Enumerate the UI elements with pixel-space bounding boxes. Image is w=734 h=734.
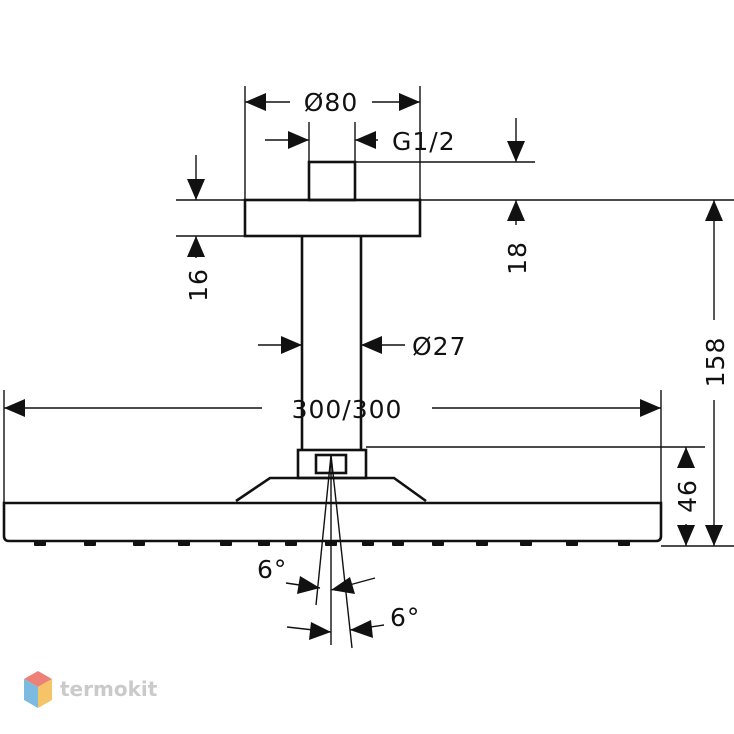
total-height-label: 158 bbox=[701, 337, 730, 388]
nozzle bbox=[476, 541, 488, 546]
dim-head-height: 46 bbox=[673, 447, 702, 546]
head-cone bbox=[235, 476, 427, 503]
dim-canopy-height: 18 bbox=[503, 200, 532, 275]
nozzle bbox=[392, 541, 404, 546]
head-height-label: 46 bbox=[673, 479, 702, 513]
thread-label: G1/2 bbox=[392, 127, 456, 156]
shower-head-body bbox=[2, 501, 663, 543]
dim-canopy-gap: 16 bbox=[184, 155, 213, 302]
dim-head-size: 300/300 bbox=[4, 395, 661, 424]
nozzle bbox=[566, 541, 578, 546]
nozzle bbox=[34, 541, 46, 546]
dim-total-height: 158 bbox=[701, 200, 730, 546]
nozzle bbox=[520, 541, 532, 546]
dim-arm-diameter: Ø27 bbox=[258, 332, 467, 361]
dim-tilt: 6° 6° bbox=[257, 454, 420, 649]
nozzle bbox=[618, 541, 630, 546]
arm-diameter-label: Ø27 bbox=[412, 332, 467, 361]
canopy-gap-label: 16 bbox=[184, 268, 213, 302]
nozzle bbox=[133, 541, 145, 546]
nozzle bbox=[220, 541, 232, 546]
watermark-text: termokit bbox=[60, 677, 158, 701]
tilt-right-label: 6° bbox=[390, 603, 420, 632]
dim-thread: G1/2 bbox=[265, 118, 525, 162]
nozzle bbox=[178, 541, 190, 546]
canopy-height-label: 18 bbox=[503, 241, 532, 275]
head-size-label: 300/300 bbox=[292, 395, 403, 424]
termokit-watermark: termokit bbox=[24, 671, 158, 708]
nozzle bbox=[258, 541, 270, 546]
nozzle bbox=[84, 541, 96, 546]
product-outline bbox=[2, 160, 663, 546]
nozzle bbox=[285, 541, 297, 546]
dim-canopy-diameter: Ø80 bbox=[245, 88, 420, 117]
termokit-logo-icon bbox=[24, 671, 52, 708]
canopy-diameter-label: Ø80 bbox=[304, 88, 359, 117]
tilt-left-label: 6° bbox=[257, 555, 287, 584]
nozzle bbox=[432, 541, 444, 546]
thread-nipple bbox=[307, 160, 357, 202]
nozzle bbox=[362, 541, 374, 546]
extension-lines bbox=[3, 86, 734, 547]
ceiling-canopy bbox=[243, 198, 422, 238]
